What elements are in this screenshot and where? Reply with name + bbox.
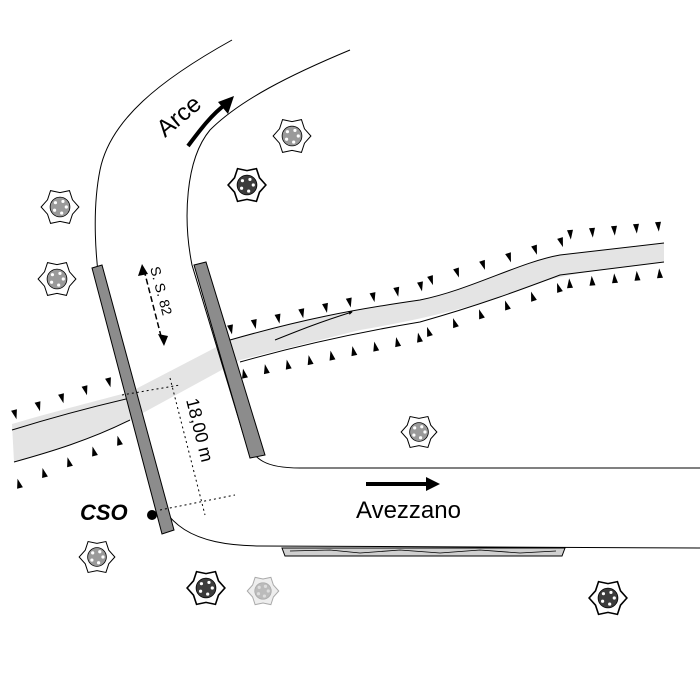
avezzano-arrowhead xyxy=(426,477,440,491)
embankment-hachures xyxy=(11,221,663,489)
road xyxy=(94,39,700,549)
width-dimension xyxy=(121,377,236,516)
river xyxy=(11,242,665,463)
bridge-parapet-west xyxy=(91,264,175,535)
trees xyxy=(37,119,628,616)
road-axis-arrow xyxy=(138,264,168,346)
river-flow-arrow xyxy=(274,311,353,341)
river-body xyxy=(12,243,664,462)
tree-icon xyxy=(400,415,438,449)
road-edge-outer xyxy=(94,39,700,549)
gravel-strip xyxy=(281,547,566,557)
tree-icon xyxy=(272,119,312,153)
avezzano-label: Avezzano xyxy=(356,497,461,524)
road-name-label: S. S. 82 xyxy=(147,265,175,317)
tree-icon xyxy=(186,570,226,606)
bridge xyxy=(91,261,266,535)
river-bank-south xyxy=(13,261,665,463)
tree-icon xyxy=(78,540,116,574)
road-edge-inner xyxy=(186,49,700,469)
bridge-parapet-east xyxy=(193,261,266,459)
arce-arrowhead xyxy=(218,96,234,114)
tree-icon xyxy=(588,580,628,616)
width-label: 18,00 m xyxy=(182,396,217,464)
tree-icon xyxy=(37,262,77,296)
cso-label: CSO xyxy=(80,500,128,525)
tree-icon xyxy=(227,167,267,203)
tree-icon xyxy=(40,190,80,224)
tree-icon xyxy=(246,576,280,606)
river-bank-north xyxy=(11,242,665,431)
cso-point xyxy=(147,510,157,520)
